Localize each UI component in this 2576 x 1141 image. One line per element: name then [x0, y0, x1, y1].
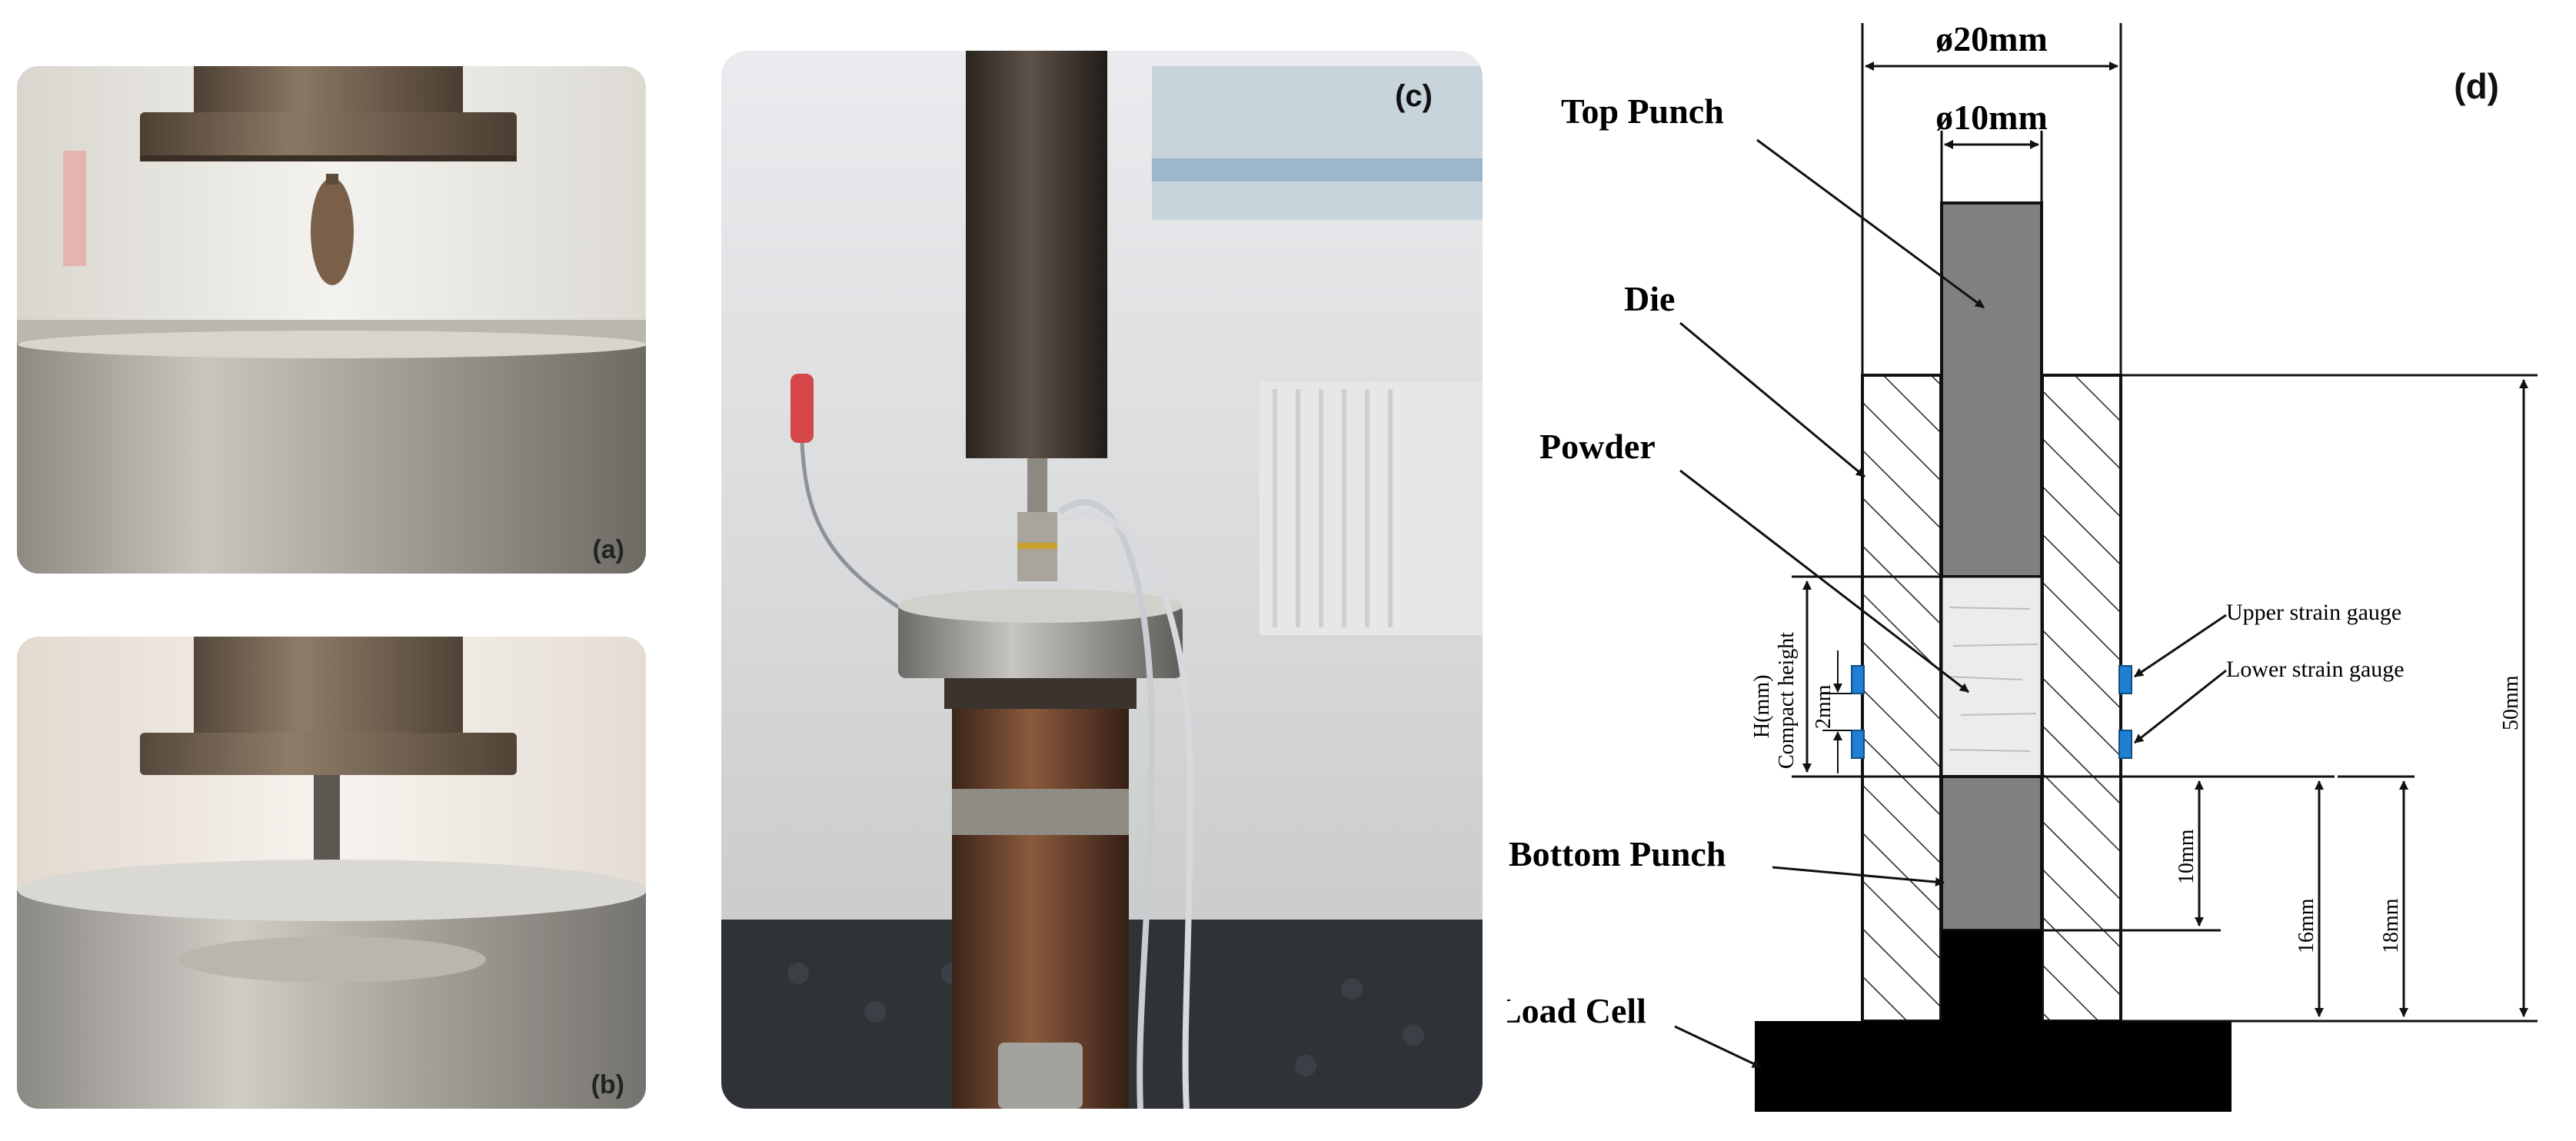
dimension-16mm: 16mm: [2295, 898, 2318, 953]
label-upper-strain-gauge: Upper strain gauge: [2226, 600, 2401, 625]
dimension-inner-diameter: ø10mm: [1935, 98, 2048, 137]
panel-label-a: (a): [592, 535, 624, 564]
left-strain-gauge-lower: [1851, 730, 1865, 759]
die-right-wall: [2041, 374, 2122, 1023]
photo-panel-a: (a): [17, 66, 646, 574]
photo-panel-c: (c): [721, 51, 1483, 1109]
photo-panel-b: (b): [17, 637, 646, 1109]
bottom-punch: [1940, 775, 2043, 932]
panel-label-c: (c): [1395, 79, 1433, 113]
label-top-punch: Top Punch: [1561, 91, 1724, 131]
right-strain-gauge-upper: [2118, 665, 2132, 694]
dimension-2mm: 2mm: [1812, 684, 1835, 729]
label-bottom-punch: Bottom Punch: [1509, 834, 1726, 873]
label-load-cell: Load Cell: [1507, 991, 1646, 1030]
dimension-18mm: 18mm: [2379, 898, 2403, 953]
left-strain-gauge-upper: [1851, 665, 1865, 694]
label-die: Die: [1624, 279, 1675, 318]
panel-label-d: (d): [2454, 66, 2499, 106]
die-left-wall: [1861, 374, 1942, 1023]
bottom-punch-base: [1942, 930, 2042, 1021]
label-powder: Powder: [1539, 427, 1656, 466]
dimension-outer-diameter: ø20mm: [1935, 19, 2048, 58]
load-cell: [1755, 1021, 2232, 1112]
label-lower-strain-gauge: Lower strain gauge: [2226, 657, 2405, 682]
label-h-mm: H(mm): [1750, 675, 1774, 738]
dimension-50mm: 50mm: [2499, 675, 2523, 730]
dimension-10mm: 10mm: [2175, 829, 2198, 884]
schematic-panel-d: ø20mm ø10mm (d) Top Punch Die Powder Bot…: [1507, 0, 2576, 1141]
panel-label-b: (b): [591, 1070, 624, 1099]
label-compact-height: Compact height: [1775, 632, 1799, 769]
right-strain-gauge-lower: [2118, 730, 2132, 759]
top-punch: [1940, 201, 2043, 578]
